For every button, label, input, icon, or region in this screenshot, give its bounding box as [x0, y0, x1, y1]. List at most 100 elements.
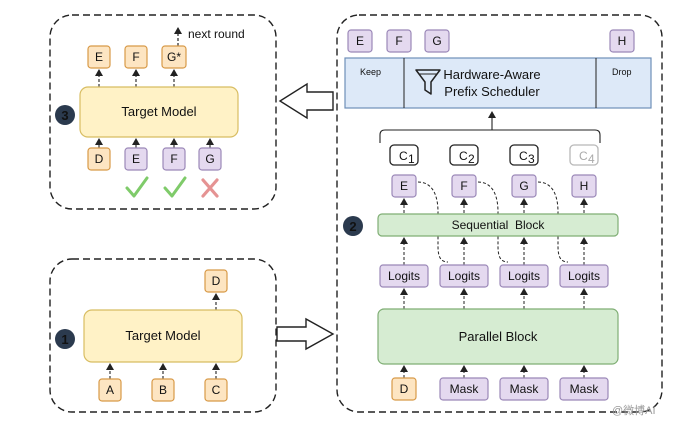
- draft-token-2-label: F: [460, 179, 467, 193]
- funnel-icon: [415, 69, 441, 95]
- step-badge-3-label: 3: [61, 108, 68, 123]
- mask-token-2: [499, 377, 549, 401]
- initial-input-token-1-label: A: [106, 383, 114, 397]
- candidate-2-base: C: [459, 149, 468, 163]
- logits-3-label: Logits: [508, 269, 540, 283]
- candidate-4-sub: 4: [588, 152, 595, 166]
- logits-2-label: Logits: [448, 269, 480, 283]
- draft-input-token-1-label: D: [400, 382, 409, 396]
- mask-token-1: [439, 377, 489, 401]
- initial-output-token-label: D: [212, 274, 221, 288]
- initial-input-token-3-label: C: [212, 383, 221, 397]
- parallel-block-label: Parallel Block: [459, 329, 538, 344]
- initial-input-token-2-label: B: [159, 383, 167, 397]
- verify-input-token-1: [87, 147, 111, 171]
- candidate-bracket: [379, 129, 601, 143]
- step-badge-1: [55, 329, 75, 349]
- logits-4-label: Logits: [568, 269, 600, 283]
- verify-input-token-1-label: D: [95, 152, 104, 166]
- scheduler-keep-label: Keep: [360, 67, 381, 77]
- target-model-initial-label: Target Model: [125, 328, 200, 343]
- logits-1-label: Logits: [388, 269, 420, 283]
- target-model-initial: [83, 309, 243, 363]
- candidate-3-base: C: [519, 149, 528, 163]
- top-output-token-3-label: G*: [167, 50, 181, 64]
- draft-token-4-label: H: [580, 179, 589, 193]
- prefix-scheduler: [344, 57, 652, 109]
- top-output-token-2-label: F: [132, 50, 139, 64]
- verify-input-token-3: [162, 147, 186, 171]
- next-round-label: next round: [188, 27, 245, 41]
- draft-token-3-label: G: [519, 179, 528, 193]
- candidate-3-sub: 3: [528, 152, 535, 166]
- mask-token-3-label: Mask: [570, 382, 600, 396]
- candidate-4-faded: [569, 144, 599, 166]
- panel-initial-generation: 1 D Target Model A B C: [49, 258, 277, 413]
- scheduler-title-line1: Hardware-Aware: [443, 67, 540, 82]
- mask-token-2-label: Mask: [510, 382, 540, 396]
- candidate-1: [389, 144, 419, 166]
- verify-input-token-2: [124, 147, 148, 171]
- dropped-token-label: H: [618, 34, 627, 48]
- panel-verification: 3 next round E F G* Target Model D E F G: [49, 14, 277, 210]
- verify-input-token-2-label: E: [132, 152, 140, 166]
- accepted-token-2: [386, 29, 412, 53]
- top-output-token-1-label: E: [95, 50, 103, 64]
- sequential-block: [377, 213, 619, 237]
- watermark-text: @微博AI: [612, 403, 656, 417]
- draft-token-3: [511, 174, 537, 198]
- accepted-token-2-label: F: [395, 34, 402, 48]
- scheduler-title-line2: Prefix Scheduler: [444, 84, 540, 99]
- panel-draft-border: [336, 14, 663, 413]
- panel-initial-border: [49, 258, 277, 413]
- panel-draft-model: 2 E F G H Keep Drop Hardware-Aware Prefi…: [336, 14, 663, 413]
- candidate-4-base: C: [579, 149, 588, 163]
- hollow-arrow-right: [276, 317, 335, 351]
- top-output-token-3: [161, 45, 187, 69]
- initial-output-token: [204, 269, 228, 293]
- initial-input-token-1: [98, 378, 122, 402]
- top-output-token-1: [87, 45, 111, 69]
- step-badge-3: [55, 105, 75, 125]
- draft-input-token-1: [391, 377, 417, 401]
- candidate-2-sub: 2: [468, 152, 475, 166]
- target-model-verify: [79, 86, 239, 138]
- draft-token-1-label: E: [400, 179, 408, 193]
- step-badge-2-label: 2: [349, 219, 356, 234]
- draft-token-2: [451, 174, 477, 198]
- check-icon: [125, 176, 149, 198]
- accepted-token-3-label: G: [432, 34, 441, 48]
- verify-input-token-4: [198, 147, 222, 171]
- parallel-block: [377, 308, 619, 365]
- panel-verification-border: [49, 14, 277, 210]
- mask-token-1-label: Mask: [450, 382, 480, 396]
- draft-token-4: [571, 174, 597, 198]
- candidate-3: [509, 144, 539, 166]
- step-badge-1-label: 1: [61, 332, 68, 347]
- accepted-token-1: [347, 29, 373, 53]
- verify-input-token-4-label: G: [205, 152, 214, 166]
- logits-2: [439, 264, 489, 288]
- logits-1: [379, 264, 429, 288]
- logits-4: [559, 264, 609, 288]
- accepted-token-3: [424, 29, 450, 53]
- candidate-1-sub: 1: [408, 152, 415, 166]
- draft-token-1: [391, 174, 417, 198]
- target-model-verify-label: Target Model: [121, 104, 196, 119]
- candidate-1-base: C: [399, 149, 408, 163]
- cross-icon: [201, 178, 219, 198]
- scheduler-drop-label: Drop: [612, 67, 632, 77]
- sequential-block-label: Sequential Block: [452, 218, 546, 232]
- candidate-2: [449, 144, 479, 166]
- dropped-token: [609, 29, 635, 53]
- top-output-token-2: [124, 45, 148, 69]
- check-icon: [163, 176, 187, 198]
- mask-token-3: [559, 377, 609, 401]
- initial-input-token-2: [151, 378, 175, 402]
- step-badge-2: [343, 216, 363, 236]
- logits-3: [499, 264, 549, 288]
- hollow-arrow-left: [278, 82, 334, 120]
- verify-input-token-3-label: F: [170, 152, 177, 166]
- accepted-token-1-label: E: [356, 34, 364, 48]
